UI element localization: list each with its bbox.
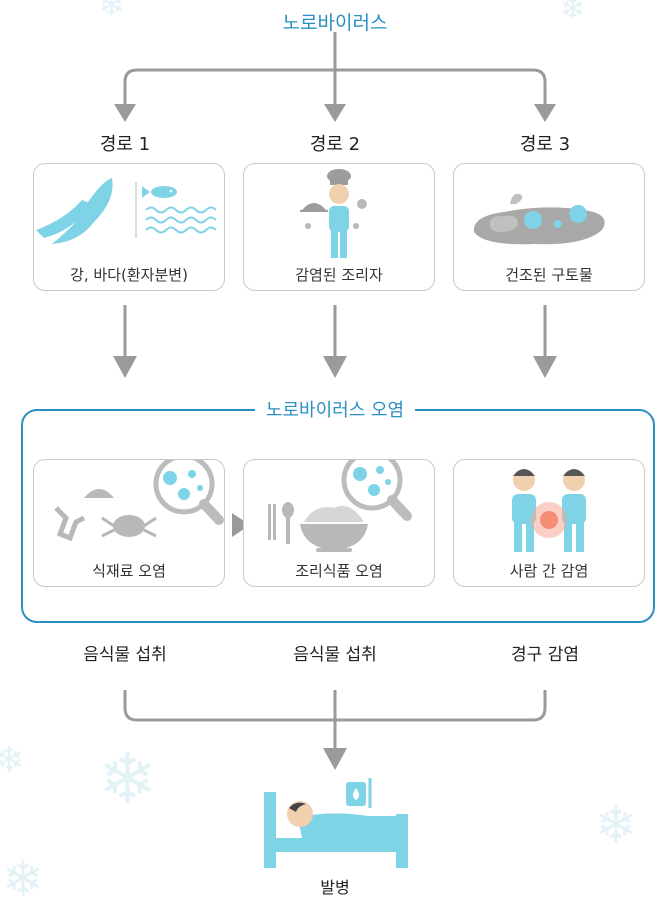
- route-label-1: 경로 1: [99, 134, 151, 155]
- patient-bed-icon: [264, 778, 408, 868]
- snowflake-decoration: ❄: [2, 850, 44, 908]
- route-caption-1: 강, 바다(환자분변): [70, 266, 188, 284]
- route-label-2: 경로 2: [309, 134, 361, 155]
- route-card-1: 강, 바다(환자분변): [33, 163, 225, 291]
- contamination-card-3: 사람 간 감염: [453, 459, 645, 587]
- person-to-person-icon: [512, 469, 586, 552]
- snowflake-decoration: ❄: [560, 0, 586, 27]
- contamination-caption-3: 사람 간 감염: [509, 562, 589, 580]
- snowflake-decoration: ❄: [0, 740, 25, 781]
- contamination-caption-1: 식재료 오염: [92, 562, 166, 580]
- intake-label-2: 음식물 섭취: [293, 645, 377, 665]
- arrow-head: [232, 513, 250, 537]
- contamination-card-2: 조리식품 오염: [243, 459, 435, 587]
- vomit-icon: [473, 193, 605, 245]
- snowflake-decoration: ❄: [595, 796, 637, 854]
- route-caption-2: 감염된 조리자: [295, 266, 383, 284]
- river-sea-icon: [36, 178, 217, 244]
- snowflake-decoration: ❄: [98, 738, 157, 820]
- contamination-caption-2: 조리식품 오염: [295, 562, 383, 580]
- intake-label-3: 경구 감염: [511, 645, 579, 665]
- arrow-head: [114, 104, 136, 122]
- route-card-2: 감염된 조리자: [243, 163, 435, 291]
- arrow-head: [533, 356, 557, 378]
- route-label-3: 경로 3: [519, 134, 571, 155]
- route-caption-3: 건조된 구토물: [505, 266, 593, 284]
- contamination-card-1: 식재료 오염: [33, 459, 225, 587]
- cooked-food-icon: [268, 460, 412, 552]
- top-title: 노로바이러스: [282, 12, 388, 34]
- arrow-head: [534, 104, 556, 122]
- arrow-head: [323, 356, 347, 378]
- snowflake-decoration: ❄: [98, 0, 125, 24]
- arrow-head: [113, 356, 137, 378]
- outcome-label: 발병: [320, 878, 350, 897]
- cook-icon: [300, 169, 367, 258]
- intake-label-1: 음식물 섭취: [83, 645, 167, 665]
- arrow-head: [323, 748, 347, 770]
- seafood-icon: [54, 460, 224, 542]
- contamination-title: 노로바이러스 오염: [255, 396, 415, 422]
- arrow-head: [324, 104, 346, 122]
- route-card-3: 건조된 구토물: [453, 163, 645, 291]
